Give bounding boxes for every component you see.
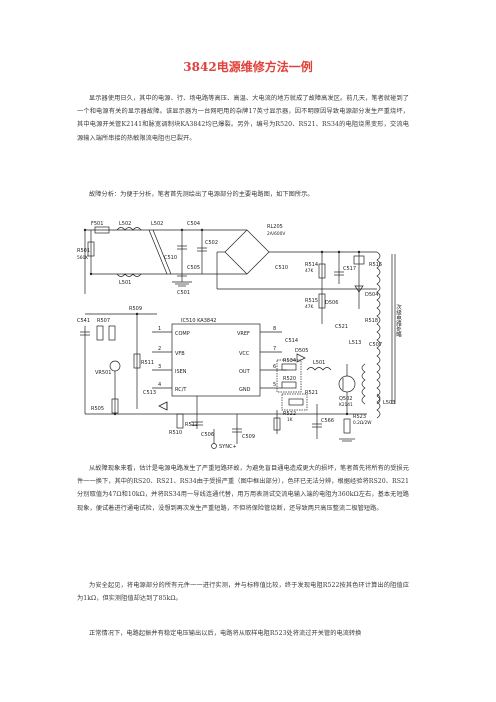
label-c514: C514 — [285, 338, 298, 344]
label-ic: IC510 KA3842 — [181, 318, 216, 324]
paragraph-analysis: 故障分析：为便于分析，笔者首先测绘出了电源部分的主要电路图，如下图所示。 — [77, 188, 409, 201]
label-l503: L503 — [383, 400, 395, 406]
fuse-symbol — [94, 226, 110, 234]
label-r514: R514 — [305, 262, 318, 268]
mosfet-q502 — [338, 375, 356, 393]
ic-ka3842 — [171, 323, 261, 397]
circuit-diagram: F501 R501 560K L502 L502 L501 C504 C510 … — [77, 214, 409, 457]
label-q502-value: K2141 — [339, 402, 353, 408]
resistor-r501 — [87, 241, 95, 257]
paragraph-5: 正常情况下，电路起振并有稳定电压输出以后，电路将从取样电阻R523处将流过开关管… — [89, 630, 362, 637]
ic-num3: 3 — [158, 364, 161, 370]
label-c505: C505 — [187, 265, 200, 271]
label-bridge-value: 2A/600V — [267, 231, 285, 237]
label-sync: SYNC+ — [219, 444, 237, 450]
label-c502: C502 — [205, 240, 218, 246]
bridge-rectifier — [224, 229, 270, 275]
ic-num4: 4 — [158, 382, 161, 388]
label-c510b: C510 — [275, 265, 288, 271]
label-r514-value: 47K — [305, 268, 313, 274]
label-c507: C507 — [369, 342, 382, 348]
label-r523: R523 — [353, 414, 366, 420]
label-l501b: L501 — [313, 360, 325, 366]
label-q502: Q502 — [339, 396, 352, 402]
ic-pin6: OUT — [239, 369, 251, 375]
ic-num8: 8 — [273, 326, 276, 332]
label-r521: R521 — [305, 390, 318, 396]
label-l501: L501 — [119, 280, 131, 286]
label-r510: R510 — [169, 430, 182, 436]
label-c501: C501 — [177, 290, 190, 296]
label-r515: R515 — [305, 298, 318, 304]
label-d504: D504 — [365, 292, 378, 298]
label-r509: R509 — [129, 306, 142, 312]
paragraph-diagnosis: 从故障现象来看，估计是电源电路发生了严重短路环故，为避免盲目通电造成更大的损坏，… — [77, 462, 409, 515]
paragraph-normal-operation: 正常情况下，电路起振并有稳定电压输出以后，电路将从取样电阻R523处将流过开关管… — [77, 627, 409, 640]
ic-num6: 6 — [273, 364, 276, 370]
label-r512: R512 — [185, 422, 198, 428]
ic-pin3: ISEN — [175, 369, 187, 375]
label-r522-value: 1K — [287, 417, 293, 423]
ic-pin5: GND — [239, 387, 251, 393]
ic-pin7: VCC — [239, 351, 250, 357]
label-c510: C510 — [164, 255, 177, 261]
ic-num5: 5 — [273, 382, 276, 388]
label-r516: R516 — [369, 262, 382, 268]
ic-pin1: COMP — [175, 331, 190, 337]
label-c566: C566 — [321, 418, 334, 424]
circuit-schematic: F501 R501 560K L502 L502 L501 C504 C510 … — [77, 221, 402, 450]
label-c509: C509 — [242, 434, 255, 440]
label-r518: R518 — [365, 318, 378, 324]
paragraph-4: 为安全起见，将电源部分的所有元件一一进行实测，并与标称值比较，终于发现电阻R52… — [77, 582, 409, 603]
label-d505: D505 — [295, 348, 308, 354]
label-r515-value: 47K — [305, 304, 313, 310]
label-c541: C541 — [77, 318, 90, 324]
ic-pin8: VREF — [237, 331, 250, 337]
label-c513: C513 — [143, 390, 156, 396]
label-r520: R520 — [283, 376, 296, 382]
label-fuse: F501 — [91, 221, 103, 227]
label-r523-value: 0.2Ω/2W — [353, 420, 372, 426]
page-title: 3842电源维修方法一例 — [183, 60, 313, 74]
paragraph-measurement: 为安全起见，将电源部分的所有元件一一进行实测，并与标称值比较，终于发现电阻R52… — [77, 579, 409, 605]
label-r511: R511 — [141, 360, 154, 366]
label-c504: C504 — [187, 221, 200, 227]
label-c521: C521 — [335, 324, 348, 330]
ic-num2: 2 — [158, 346, 161, 352]
ic-num7: 7 — [273, 346, 276, 352]
paragraph-intro: 显示器使用日久，其中的电源、行、场电路等高压、高温、大电流的地方就成了故障高发区… — [77, 92, 409, 145]
label-r505: R505 — [91, 406, 104, 412]
highlight-box-r522 — [281, 393, 308, 411]
ic-pin4: RC/T — [175, 387, 187, 393]
ic-pin2: VFB — [175, 351, 185, 357]
label-l502b: L502 — [151, 221, 163, 227]
label-d506: D506 — [325, 300, 338, 306]
paragraph-1: 显示器使用日久，其中的电源、行、场电路等高压、高温、大电流的地方就成了故障高发区… — [77, 95, 409, 142]
label-c517: C517 — [343, 266, 356, 272]
label-r501: R501 — [77, 248, 90, 254]
ic-num1: 1 — [158, 326, 161, 332]
label-secondary: 次级电路处略 — [395, 303, 402, 339]
label-r507: R507 — [97, 318, 110, 324]
label-vr501: VR501 — [95, 370, 111, 376]
paragraph-2: 故障分析：为便于分析，笔者首先测绘出了电源部分的主要电路图，如下图所示。 — [89, 191, 314, 198]
label-r534: R534 — [283, 358, 296, 364]
paragraph-3: 从故障现象来看，估计是电源电路发生了严重短路环故，为避免盲目通电造成更大的损坏，… — [77, 465, 409, 512]
label-r501-value: 560K — [77, 255, 88, 261]
label-l513: L513 — [349, 340, 361, 346]
highlight-box-r534-r520 — [276, 359, 302, 393]
label-l502: L502 — [119, 221, 131, 227]
label-r522: R522 — [283, 411, 296, 417]
label-c506: C506 — [201, 432, 214, 438]
label-bridge: RL205 — [267, 224, 283, 230]
